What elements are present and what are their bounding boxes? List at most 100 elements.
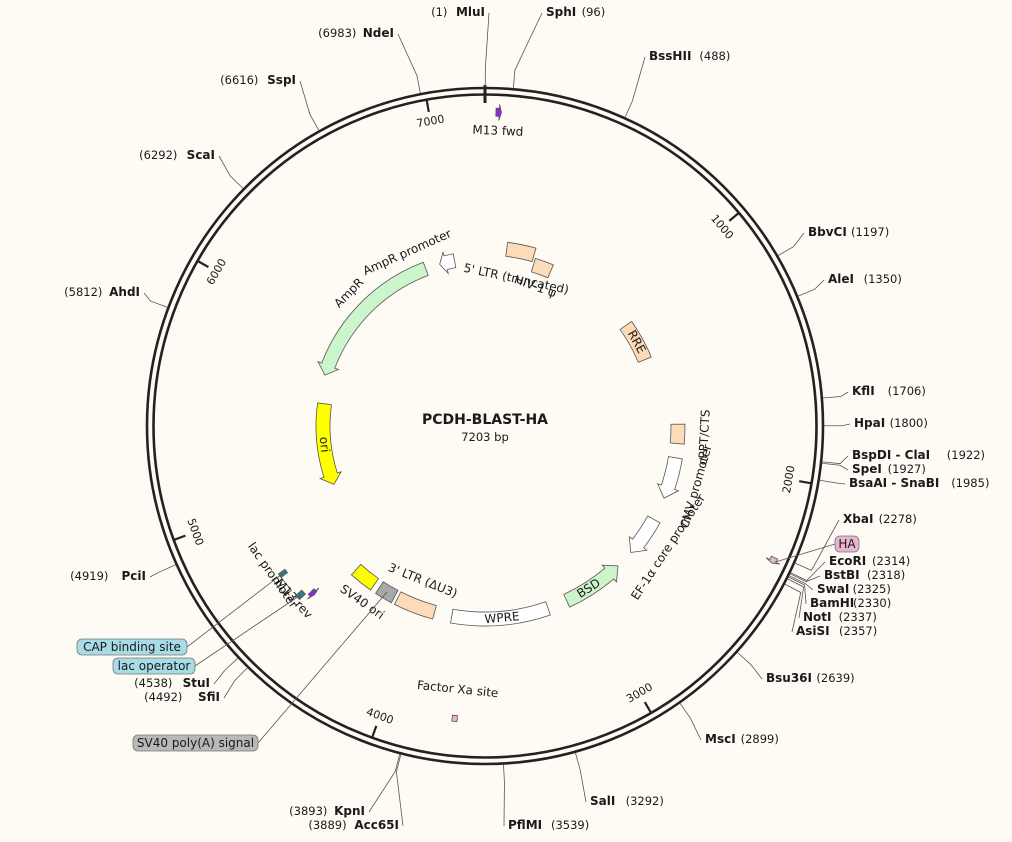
site-line-msci <box>679 703 702 741</box>
feature-rre[interactable] <box>619 320 652 363</box>
feature-ampr-promoter[interactable] <box>439 251 457 275</box>
tick-label-5000: 5000 <box>184 517 206 548</box>
feature-cmv-promoter[interactable] <box>656 456 683 499</box>
feature-label-m13-fwd: M13 fwd <box>472 123 523 139</box>
tick-6000 <box>196 259 209 269</box>
site-sali[interactable]: SalI(3292) <box>590 794 664 808</box>
sv40-polya-pill[interactable]: SV40 poly(A) signal <box>132 734 259 752</box>
sv40-polya-pill-label: SV40 poly(A) signal <box>137 736 254 750</box>
lac-operator-pill[interactable]: lac operator <box>112 657 196 675</box>
tick-label-1000: 1000 <box>708 212 736 242</box>
feature-factor-xa[interactable] <box>451 714 458 723</box>
site-xbai[interactable]: XbaI(2278) <box>843 512 917 526</box>
feature-ori[interactable] <box>315 402 342 485</box>
site-name: MluI <box>456 5 485 19</box>
cap-pill[interactable]: CAP binding site <box>76 638 188 656</box>
site-position: (4492) <box>144 690 182 704</box>
site-name: KpnI <box>334 804 365 818</box>
site-position: (4538) <box>134 676 172 690</box>
site-acc65i[interactable]: Acc65I (3889) <box>308 818 399 832</box>
pill-line-sv40-polya-pill <box>257 591 388 744</box>
site-line-sfii <box>223 667 248 699</box>
site-position: (1922) <box>947 448 985 462</box>
feature-three-ltr[interactable] <box>393 591 437 620</box>
site-name: AleI <box>828 272 854 286</box>
feature-ef1a[interactable] <box>628 515 661 553</box>
site-position: (2639) <box>816 671 854 685</box>
site-line-spei <box>821 462 849 471</box>
feature-hiv-psi[interactable] <box>530 257 554 279</box>
site-line-kpni <box>368 753 401 813</box>
site-name: Acc65I <box>354 818 399 832</box>
feature-m13-fwd[interactable] <box>495 104 502 121</box>
tick-4000 <box>370 725 378 739</box>
site-sphi[interactable]: SphI(96) <box>546 5 605 19</box>
site-bsshii[interactable]: BssHII (488) <box>649 49 730 63</box>
site-bbvci[interactable]: BbvCI(1197) <box>808 225 889 239</box>
site-hpai[interactable]: HpaI(1800) <box>854 416 928 430</box>
site-position: (3893) <box>289 804 327 818</box>
site-name: Bsu36I <box>766 671 812 685</box>
site-stui[interactable]: StuI(4538) <box>134 676 210 690</box>
feature-wpre[interactable] <box>450 601 551 627</box>
feature-ha-tag[interactable] <box>765 555 780 565</box>
site-position: (96) <box>582 5 606 19</box>
tick-3000 <box>643 701 653 714</box>
site-pflmi[interactable]: PflMI(3539) <box>508 818 589 832</box>
lac-operator-pill-bg <box>112 657 196 675</box>
site-name: AhdI <box>109 285 140 299</box>
site-pcii[interactable]: PciI(4919) <box>70 569 146 583</box>
site-position: (6292) <box>139 148 177 162</box>
site-bsaai-snabi[interactable]: BsaAI - SnaBI(1985) <box>849 476 989 490</box>
site-alei[interactable]: AleI (1350) <box>828 272 902 286</box>
site-ndei[interactable]: NdeI(6983) <box>318 26 394 40</box>
feature-bsd[interactable] <box>563 564 619 608</box>
site-ahdi[interactable]: AhdI(5812) <box>64 285 140 299</box>
site-mlui[interactable]: MluI(1) <box>431 5 485 19</box>
site-position: (6983) <box>318 26 356 40</box>
site-position: (1350) <box>864 272 902 286</box>
site-bamhi[interactable]: BamHI(2330) <box>810 596 891 610</box>
site-line-noti <box>787 578 805 619</box>
restriction-sites-layer: MluI(1) SphI(96) BssHII (488) BbvCI(1197) Ale… <box>64 5 989 832</box>
site-sspi[interactable]: SspI(6616) <box>220 73 296 87</box>
site-kfli[interactable]: KflI(1706) <box>852 384 926 398</box>
site-msci[interactable]: MscI(2899) <box>705 732 779 746</box>
site-name: SalI <box>590 794 615 808</box>
feature-sv40-ori[interactable] <box>350 563 380 591</box>
site-bstbi[interactable]: BstBI(2318) <box>824 568 905 582</box>
site-noti[interactable]: NotI(2337) <box>803 610 877 624</box>
tick-label-2000: 2000 <box>780 464 798 494</box>
site-line-asisi <box>784 583 802 633</box>
site-position: (2330) <box>853 596 891 610</box>
site-scai[interactable]: ScaI(6292) <box>139 148 215 162</box>
site-spei[interactable]: SpeI(1927) <box>852 462 926 476</box>
site-name: HpaI <box>854 416 885 430</box>
site-asisi[interactable]: AsiSI(2357) <box>796 624 877 638</box>
feature-five-ltr[interactable] <box>505 241 537 263</box>
site-swai[interactable]: SwaI(2325) <box>817 582 891 596</box>
site-position: (3889) <box>308 818 346 832</box>
site-line-ecori <box>790 561 826 582</box>
site-position: (2899) <box>741 732 779 746</box>
site-bspdi-clai[interactable]: BspDI - ClaI(1922) <box>852 448 985 462</box>
feature-label-ori: ori <box>317 436 333 453</box>
site-position: (488) <box>699 49 730 63</box>
site-line-sali <box>575 752 587 803</box>
tick-1000 <box>728 211 740 222</box>
feature-cppt[interactable] <box>669 423 686 445</box>
ha-pill[interactable]: HA <box>834 535 860 553</box>
site-position: (2357) <box>839 624 877 638</box>
site-name: BssHII <box>649 49 691 63</box>
feature-ampr[interactable] <box>317 261 429 376</box>
site-line-pflmi <box>503 764 505 827</box>
feature-m13-rev[interactable] <box>307 587 320 600</box>
site-kpni[interactable]: KpnI (3893) <box>289 804 365 818</box>
site-sfii[interactable]: SfiI(4492) <box>144 690 220 704</box>
site-bsu36i[interactable]: Bsu36I (2639) <box>766 671 855 685</box>
site-name: NotI <box>803 610 832 624</box>
site-ecori[interactable]: EcoRI(2314) <box>829 554 910 568</box>
site-position: (2325) <box>853 582 891 596</box>
